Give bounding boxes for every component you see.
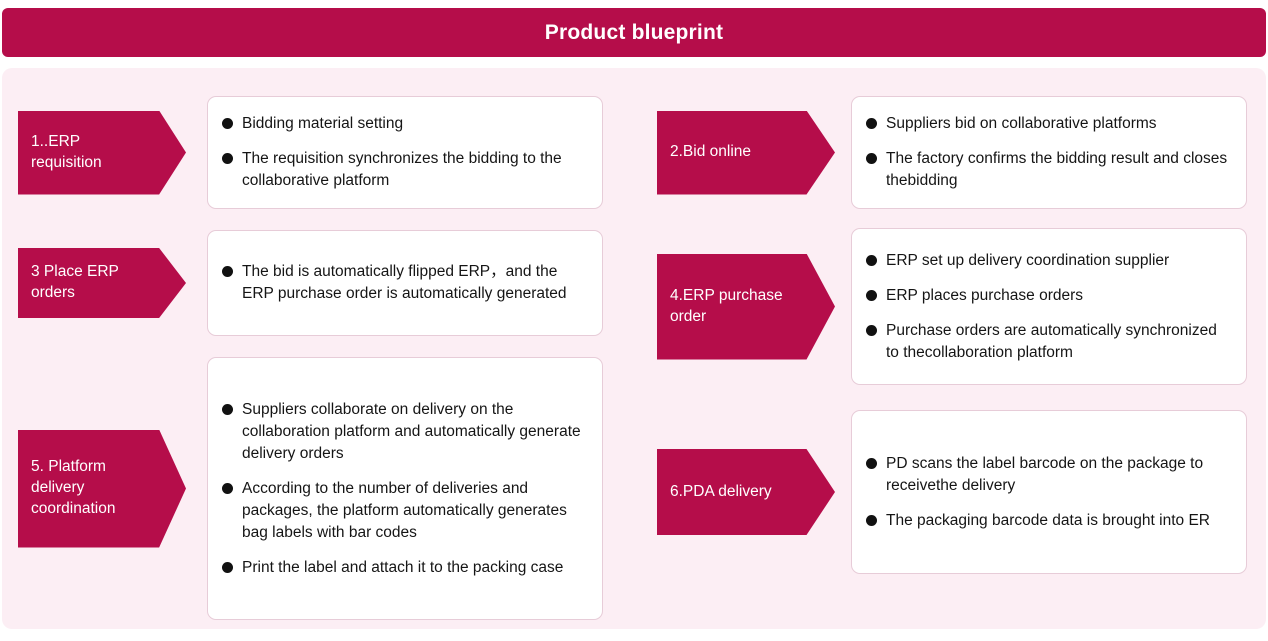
bullet-item: The factory confirms the bidding result … — [866, 148, 1232, 192]
bullet-dot-icon — [222, 561, 233, 573]
bullet-item: The packaging barcode data is brought in… — [866, 510, 1232, 532]
diagram-canvas: 1..ERP requisition Bidding material sett… — [2, 68, 1266, 629]
bullet-text: The packaging barcode data is brought in… — [886, 511, 1210, 529]
bullet-text: Suppliers bid on collaborative platforms — [886, 115, 1157, 132]
bullet-text: Print the label and attach it to the pac… — [242, 558, 564, 576]
step-arrow-1: 1..ERP requisition — [18, 110, 186, 195]
bullet-item: The bid is automatically flipped ERP，and… — [222, 261, 588, 305]
bullet-dot-icon — [866, 289, 877, 301]
bullet-item: Suppliers collaborate on delivery on the… — [222, 399, 588, 465]
bullet-item: Print the label and attach it to the pac… — [222, 557, 588, 579]
step-box-4: ERP set up delivery coordination supplie… — [851, 228, 1247, 385]
bullet-text: ERP places purchase orders — [886, 286, 1084, 304]
bullet-dot-icon — [866, 118, 877, 129]
bullet-dot-icon — [222, 266, 233, 277]
step-row-6: 6.PDA delivery PD scans the label barcod… — [657, 410, 1247, 574]
step-row-2: 2.Bid online Suppliers bid on collaborat… — [657, 96, 1247, 209]
bullet-item: The requisition synchronizes the bidding… — [222, 148, 588, 192]
bullet-item: Bidding material setting — [222, 113, 588, 135]
step-box-2: Suppliers bid on collaborative platforms… — [851, 96, 1247, 209]
bullet-dot-icon — [866, 457, 877, 469]
bullet-text: According to the number of deliveries an… — [242, 479, 567, 541]
bullet-text: The bid is automatically flipped ERP，and… — [242, 263, 567, 302]
right-column: 2.Bid online Suppliers bid on collaborat… — [657, 96, 1247, 619]
step-label-1: 1..ERP requisition — [31, 132, 102, 171]
step-box-3: The bid is automatically flipped ERP，and… — [207, 230, 603, 336]
bullet-text: Bidding material setting — [242, 115, 404, 132]
bullet-text: Purchase orders are automatically synchr… — [886, 321, 1217, 361]
step-box-1: Bidding material setting The requisition… — [207, 96, 603, 209]
step-label-3: 3 Place ERP orders — [31, 263, 119, 301]
bullet-dot-icon — [222, 482, 233, 494]
bullet-dot-icon — [866, 324, 877, 336]
bullet-item: Purchase orders are automatically synchr… — [866, 320, 1232, 364]
bullet-text: PD scans the label barcode on the packag… — [886, 454, 1204, 494]
bullet-dot-icon — [866, 254, 877, 266]
step-box-5: Suppliers collaborate on delivery on the… — [207, 357, 603, 620]
title-bar: Product blueprint — [2, 8, 1266, 57]
bullet-dot-icon — [866, 514, 877, 526]
bullet-text: ERP set up delivery coordination supplie… — [886, 251, 1170, 269]
step-row-4: 4.ERP purchase order ERP set up delivery… — [657, 228, 1247, 385]
bullet-item: According to the number of deliveries an… — [222, 478, 588, 544]
step-arrow-2: 2.Bid online — [657, 110, 835, 195]
step-label-4: 4.ERP purchase order — [670, 286, 783, 325]
bullet-dot-icon — [222, 153, 233, 164]
step-box-6: PD scans the label barcode on the packag… — [851, 410, 1247, 574]
step-row-1: 1..ERP requisition Bidding material sett… — [18, 96, 603, 209]
bullet-dot-icon — [222, 118, 233, 129]
step-arrow-5: 5. Platform delivery coordination — [18, 429, 186, 548]
bullet-item: PD scans the label barcode on the packag… — [866, 453, 1232, 497]
step-label-6: 6.PDA delivery — [670, 482, 772, 500]
bullet-item: ERP set up delivery coordination supplie… — [866, 250, 1232, 272]
step-arrow-3: 3 Place ERP orders — [18, 248, 186, 318]
bullet-text: The factory confirms the bidding result … — [886, 150, 1228, 189]
bullet-item: Suppliers bid on collaborative platforms — [866, 113, 1232, 135]
left-column: 1..ERP requisition Bidding material sett… — [18, 96, 603, 620]
step-arrow-4: 4.ERP purchase order — [657, 253, 835, 360]
bullet-dot-icon — [866, 153, 877, 164]
bullet-text: The requisition synchronizes the bidding… — [242, 150, 562, 189]
page-title: Product blueprint — [544, 20, 724, 44]
bullet-item: ERP places purchase orders — [866, 285, 1232, 307]
step-label-2: 2.Bid online — [670, 143, 752, 161]
bullet-text: Suppliers collaborate on delivery on the… — [242, 400, 581, 462]
step-row-3: 3 Place ERP orders The bid is automatica… — [18, 230, 603, 336]
bullet-dot-icon — [222, 403, 233, 415]
step-label-5: 5. Platform delivery coordination — [31, 458, 116, 517]
product-blueprint-diagram: Product blueprint 1..ERP requisition Bid… — [0, 8, 1268, 629]
step-arrow-6: 6.PDA delivery — [657, 449, 835, 535]
step-row-5: 5. Platform delivery coordination Suppli… — [18, 357, 603, 620]
